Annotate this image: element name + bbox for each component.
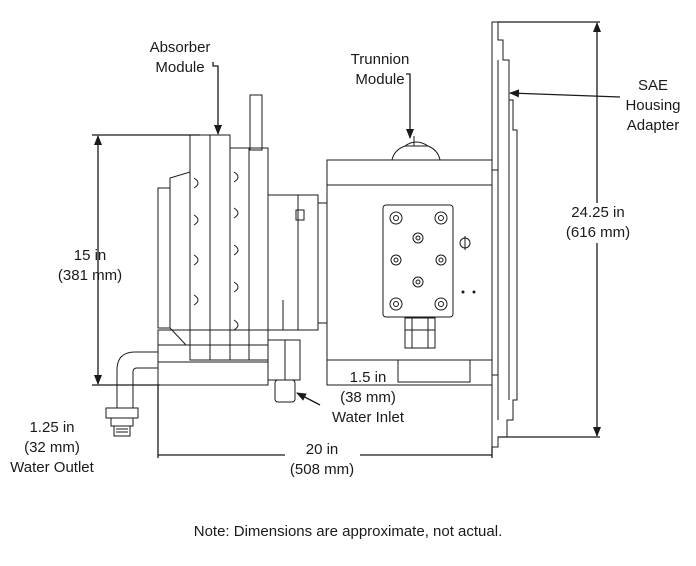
- height-line-2: (381 mm): [57, 267, 123, 284]
- label-sae-housing-adapter: SAE Housing Adapter: [610, 76, 696, 136]
- adapter-height-line-2: (616 mm): [565, 224, 631, 241]
- label-water-outlet: 1.25 in (32 mm) Water Outlet: [2, 418, 102, 478]
- outlet-line-2: (32 mm): [24, 439, 80, 456]
- shaft-coupling: [267, 194, 328, 331]
- length-line-2: (508 mm): [289, 461, 355, 478]
- label-adapter-height-dimension: 24.25 in (616 mm): [555, 203, 641, 243]
- sae-housing-adapter: [491, 21, 518, 448]
- inlet-line-2: (38 mm): [340, 389, 396, 406]
- absorber-line-1: Absorber: [149, 39, 211, 56]
- trunnion-module: [326, 136, 498, 386]
- outlet-line-3: Water Outlet: [10, 459, 94, 476]
- inlet-line-1: 1.5 in: [349, 369, 387, 386]
- absorber-line-2: Module: [155, 59, 205, 76]
- trunnion-line-2: Module: [355, 71, 405, 88]
- inlet-line-3: Water Inlet: [332, 409, 404, 426]
- label-trunnion-module: Trunnion Module: [335, 50, 425, 90]
- label-height-dimension: 15 in (381 mm): [40, 246, 140, 286]
- trunnion-line-1: Trunnion: [350, 51, 410, 68]
- height-line-1: 15 in: [73, 247, 107, 264]
- label-absorber-module: Absorber Module: [135, 38, 225, 78]
- label-length-dimension: 20 in (508 mm): [282, 440, 362, 480]
- outlet-line-1: 1.25 in: [29, 419, 75, 436]
- length-line-1: 20 in: [305, 441, 339, 458]
- label-water-inlet: 1.5 in (38 mm) Water Inlet: [318, 368, 418, 428]
- adapter-height-line-1: 24.25 in: [571, 204, 625, 221]
- sae-line-3: Adapter: [626, 117, 680, 134]
- dimensions-note: Note: Dimensions are approximate, not ac…: [193, 523, 503, 540]
- sae-line-2: Housing: [625, 97, 681, 114]
- sae-line-1: SAE: [637, 77, 668, 94]
- absorber-module: [105, 94, 301, 437]
